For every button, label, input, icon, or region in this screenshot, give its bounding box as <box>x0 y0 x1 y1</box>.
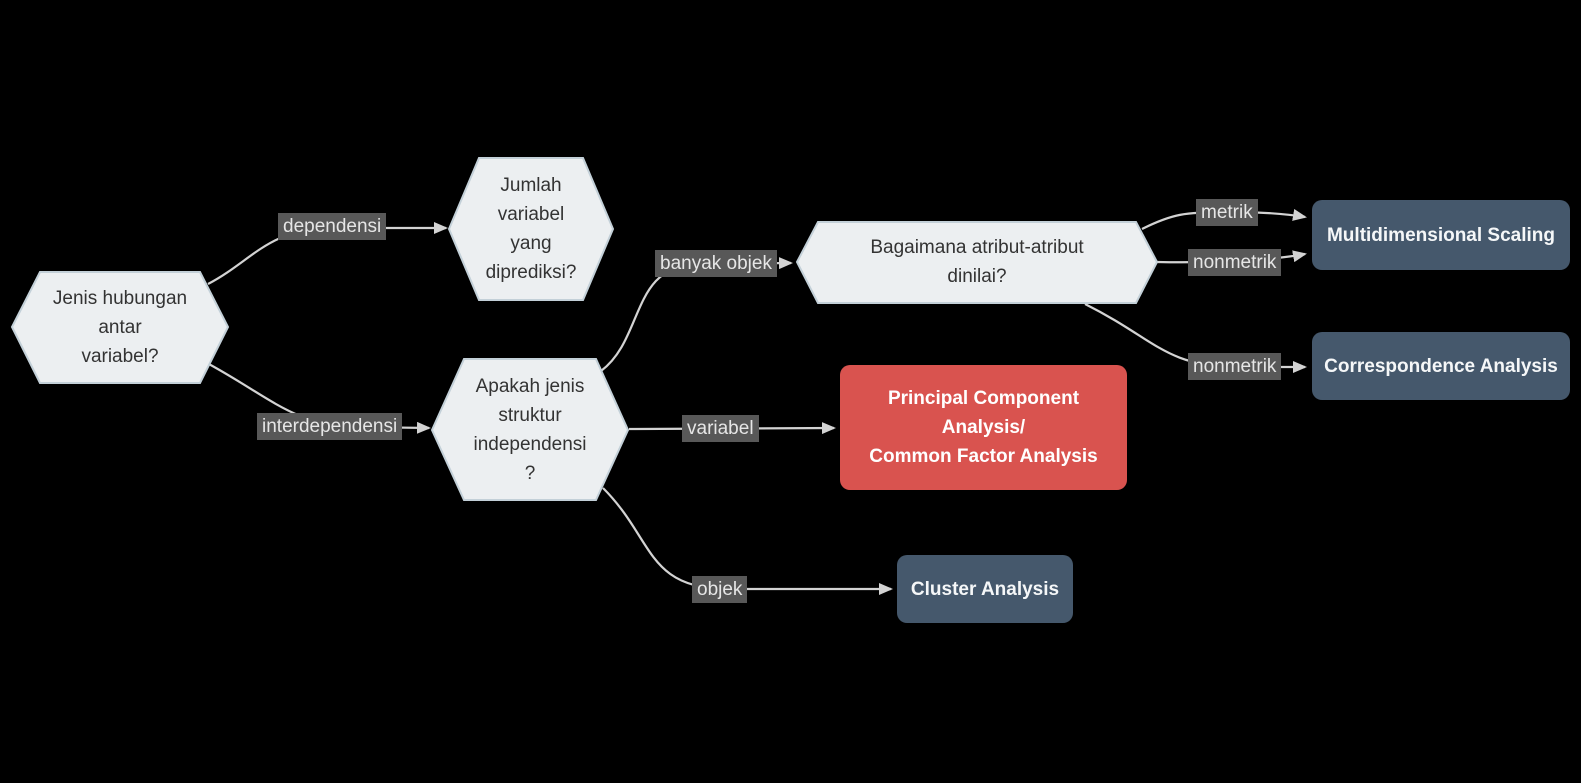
hexagon-jumlah-variabel-shape <box>447 157 615 301</box>
node-correspondence-analysis: Correspondence Analysis <box>1312 332 1570 400</box>
node-struktur-independensi-label: Apakah jenis struktur independensi ? <box>473 376 587 484</box>
node-root-label: Jenis hubungan antar variabel? <box>52 288 188 367</box>
edge-label-metrik: metrik <box>1196 199 1258 226</box>
edge-label-interdependensi: interdependensi <box>257 413 403 440</box>
node-jumlah-variabel-label: Jumlah variabel yang diprediksi? <box>485 175 577 283</box>
edge-banyak-objek <box>600 257 793 372</box>
edge-label-dependensi: dependensi <box>278 213 387 240</box>
edge-label-variabel: variabel <box>682 415 759 442</box>
hexagon-struktur-independensi-shape <box>430 358 630 501</box>
node-principal-component-analysis: Principal Component Analysis/ Common Fac… <box>840 365 1127 490</box>
edge-label-banyak-objek: banyak objek <box>655 250 777 277</box>
node-cluster-analysis: Cluster Analysis <box>897 555 1073 623</box>
hexagon-atribut-dinilai-shape <box>795 221 1159 304</box>
edge-objek <box>602 487 893 595</box>
node-multidimensional-scaling: Multidimensional Scaling <box>1312 200 1570 270</box>
hexagon-root-shape <box>10 271 230 384</box>
edge-label-nonmetrik-correspondence: nonmetrik <box>1188 353 1282 380</box>
edge-label-objek: objek <box>692 576 748 603</box>
edge-label-nonmetrik-mds: nonmetrik <box>1188 249 1282 276</box>
node-atribut-dinilai-label: Bagaimana atribut-atribut dinilai? <box>870 237 1084 287</box>
